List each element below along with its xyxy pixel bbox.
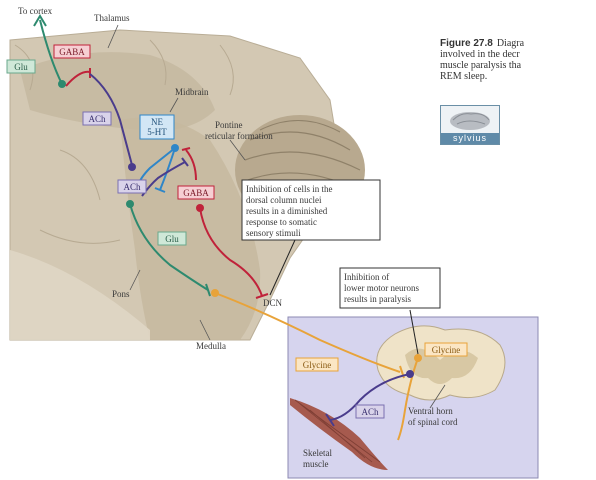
skeletal-muscle [290,398,388,470]
pathways [33,14,422,441]
label-midbrain: Midbrain [175,87,209,97]
label-pontine-2: reticular formation [205,131,273,141]
glu-cortex-pathway [39,19,63,85]
label-medulla: Medulla [196,341,226,351]
sylvius-wordmark: sylvius [441,133,499,144]
motor-callout-pointer [409,309,419,355]
svg-text:results in a diminished: results in a diminished [246,206,328,216]
svg-text:GABA: GABA [59,47,85,57]
svg-text:response to somatic: response to somatic [246,217,317,227]
caption-line-4: REM sleep. [440,71,488,82]
pontine-pointer [229,139,246,161]
label-skeletal-2: muscle [303,459,329,469]
label-skeletal-1: Skeletal [303,448,332,458]
sylvius-logo[interactable]: sylvius [440,105,500,145]
medulla-pointer [199,319,211,341]
label-pons: Pons [112,289,130,299]
svg-text:Inhibition of cells in the: Inhibition of cells in the [246,184,332,194]
svg-text:ACh: ACh [123,182,141,192]
tag-ne-5ht: NE 5-HT [139,114,175,140]
tag-gaba-mid: GABA [177,185,215,200]
caption-line-2: involved in the decr [440,49,520,60]
glu-medulla-pathway [129,203,209,291]
thalamus-pointer [107,24,119,49]
motor-callout: Inhibition of lower motor neurons result… [339,267,441,309]
svg-text:dorsal column nuclei: dorsal column nuclei [246,195,322,205]
label-thalamus: Thalamus [94,13,130,23]
ach-motor-pathway [329,373,411,421]
svg-text:NE: NE [151,117,163,127]
gaba-thalamus-pathway [65,70,91,87]
gaba-dcn-pathway [199,207,263,297]
tag-glycine-left: Glycine [295,357,339,372]
svg-text:sensory stimuli: sensory stimuli [246,228,301,238]
tag-glu-mid: Glu [157,231,187,246]
glycine-spinal-pathway [214,292,401,373]
svg-text:results in paralysis: results in paralysis [344,294,411,304]
glycine-interneuron [397,357,419,441]
svg-text:Inhibition of: Inhibition of [344,272,389,282]
figure-number: Figure 27.8 [440,38,493,49]
label-pontine-1: Pontine [215,120,243,130]
dcn-callout-pointer [269,239,296,296]
ach-pontine-pathway [141,161,186,197]
brainstem-illustration [9,29,365,341]
ventral-horn-pointer [429,384,446,409]
midbrain-pointer [169,97,179,113]
ach-thalamus-pathway [89,73,133,166]
gaba-pontine-arc [185,149,197,181]
dcn-callout: Inhibition of cells in the dorsal column… [241,179,381,241]
svg-text:5-HT: 5-HT [147,127,167,137]
tag-ach-mid: ACh [117,179,147,194]
brain-logo-icon [441,106,499,134]
svg-text:lower motor neurons: lower motor neurons [344,283,419,293]
svg-text:ACh: ACh [88,114,106,124]
label-dcn: DCN [263,298,283,308]
svg-text:Glu: Glu [14,62,28,72]
label-ventral-horn-1: Ventral horn [408,406,453,416]
tag-ach-bottom: ACh [355,404,385,419]
tag-gaba-top: GABA [53,44,91,59]
label-to-cortex: To cortex [18,6,53,16]
svg-text:Glycine: Glycine [303,360,332,370]
tag-ach-top: ACh [82,111,112,126]
tag-glycine-right: Glycine [424,342,468,357]
pons-pointer [129,269,141,291]
tag-glu-left: Glu [6,59,36,74]
svg-text:Glycine: Glycine [432,345,461,355]
svg-text:ACh: ACh [361,407,379,417]
label-ventral-horn-2: of spinal cord [408,417,458,427]
svg-text:Glu: Glu [165,234,179,244]
caption-line-3: muscle paralysis tha [440,60,522,71]
caption-line-1: Diagra [496,38,525,49]
svg-text:GABA: GABA [183,188,209,198]
